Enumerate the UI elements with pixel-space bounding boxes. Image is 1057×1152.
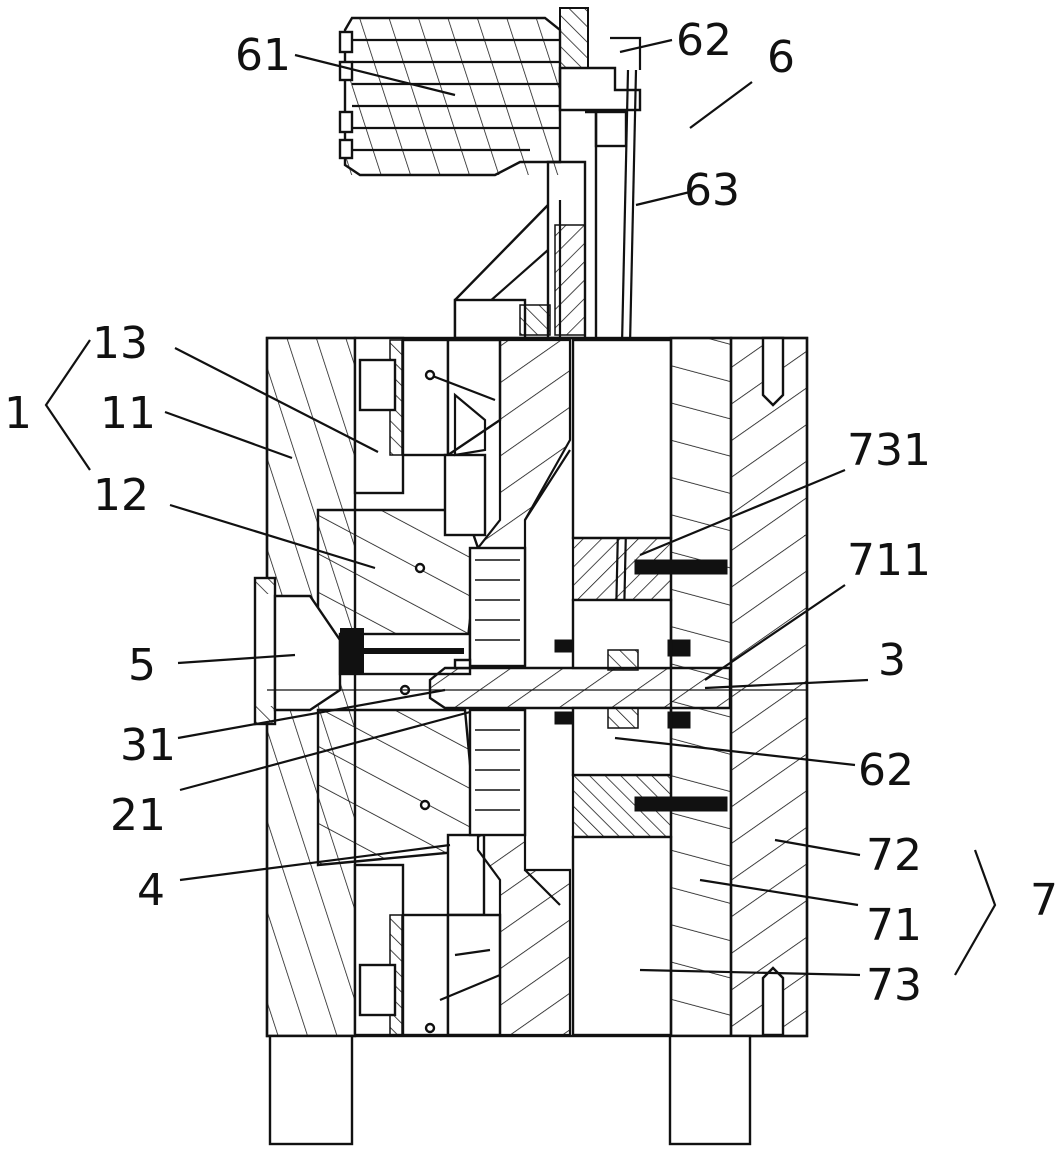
part-73-upper — [573, 340, 671, 538]
right-foot — [670, 1036, 750, 1144]
label-1: 1 — [4, 388, 32, 439]
label-5: 5 — [128, 640, 156, 691]
label-71: 71 — [866, 900, 922, 951]
label-63: 63 — [684, 165, 740, 216]
left-foot — [270, 1036, 352, 1144]
label-4: 4 — [137, 865, 165, 916]
label-731: 731 — [847, 425, 931, 476]
label-11: 11 — [100, 388, 156, 439]
label-31: 31 — [120, 720, 176, 771]
label-73: 73 — [866, 960, 922, 1011]
label-7: 7 — [1030, 875, 1057, 926]
label-13: 13 — [92, 318, 148, 369]
label-21: 21 — [110, 790, 166, 841]
label-62-top: 62 — [676, 15, 732, 66]
label-72: 72 — [866, 830, 922, 881]
part-73-lower — [573, 837, 671, 1035]
label-711: 711 — [847, 535, 931, 586]
part-5-ring — [255, 578, 275, 724]
label-6: 6 — [767, 32, 795, 83]
label-62-mid: 62 — [858, 745, 914, 796]
label-3: 3 — [878, 635, 906, 686]
label-61: 61 — [235, 30, 291, 81]
part-61-hatch — [345, 18, 560, 175]
label-12: 12 — [93, 470, 149, 521]
